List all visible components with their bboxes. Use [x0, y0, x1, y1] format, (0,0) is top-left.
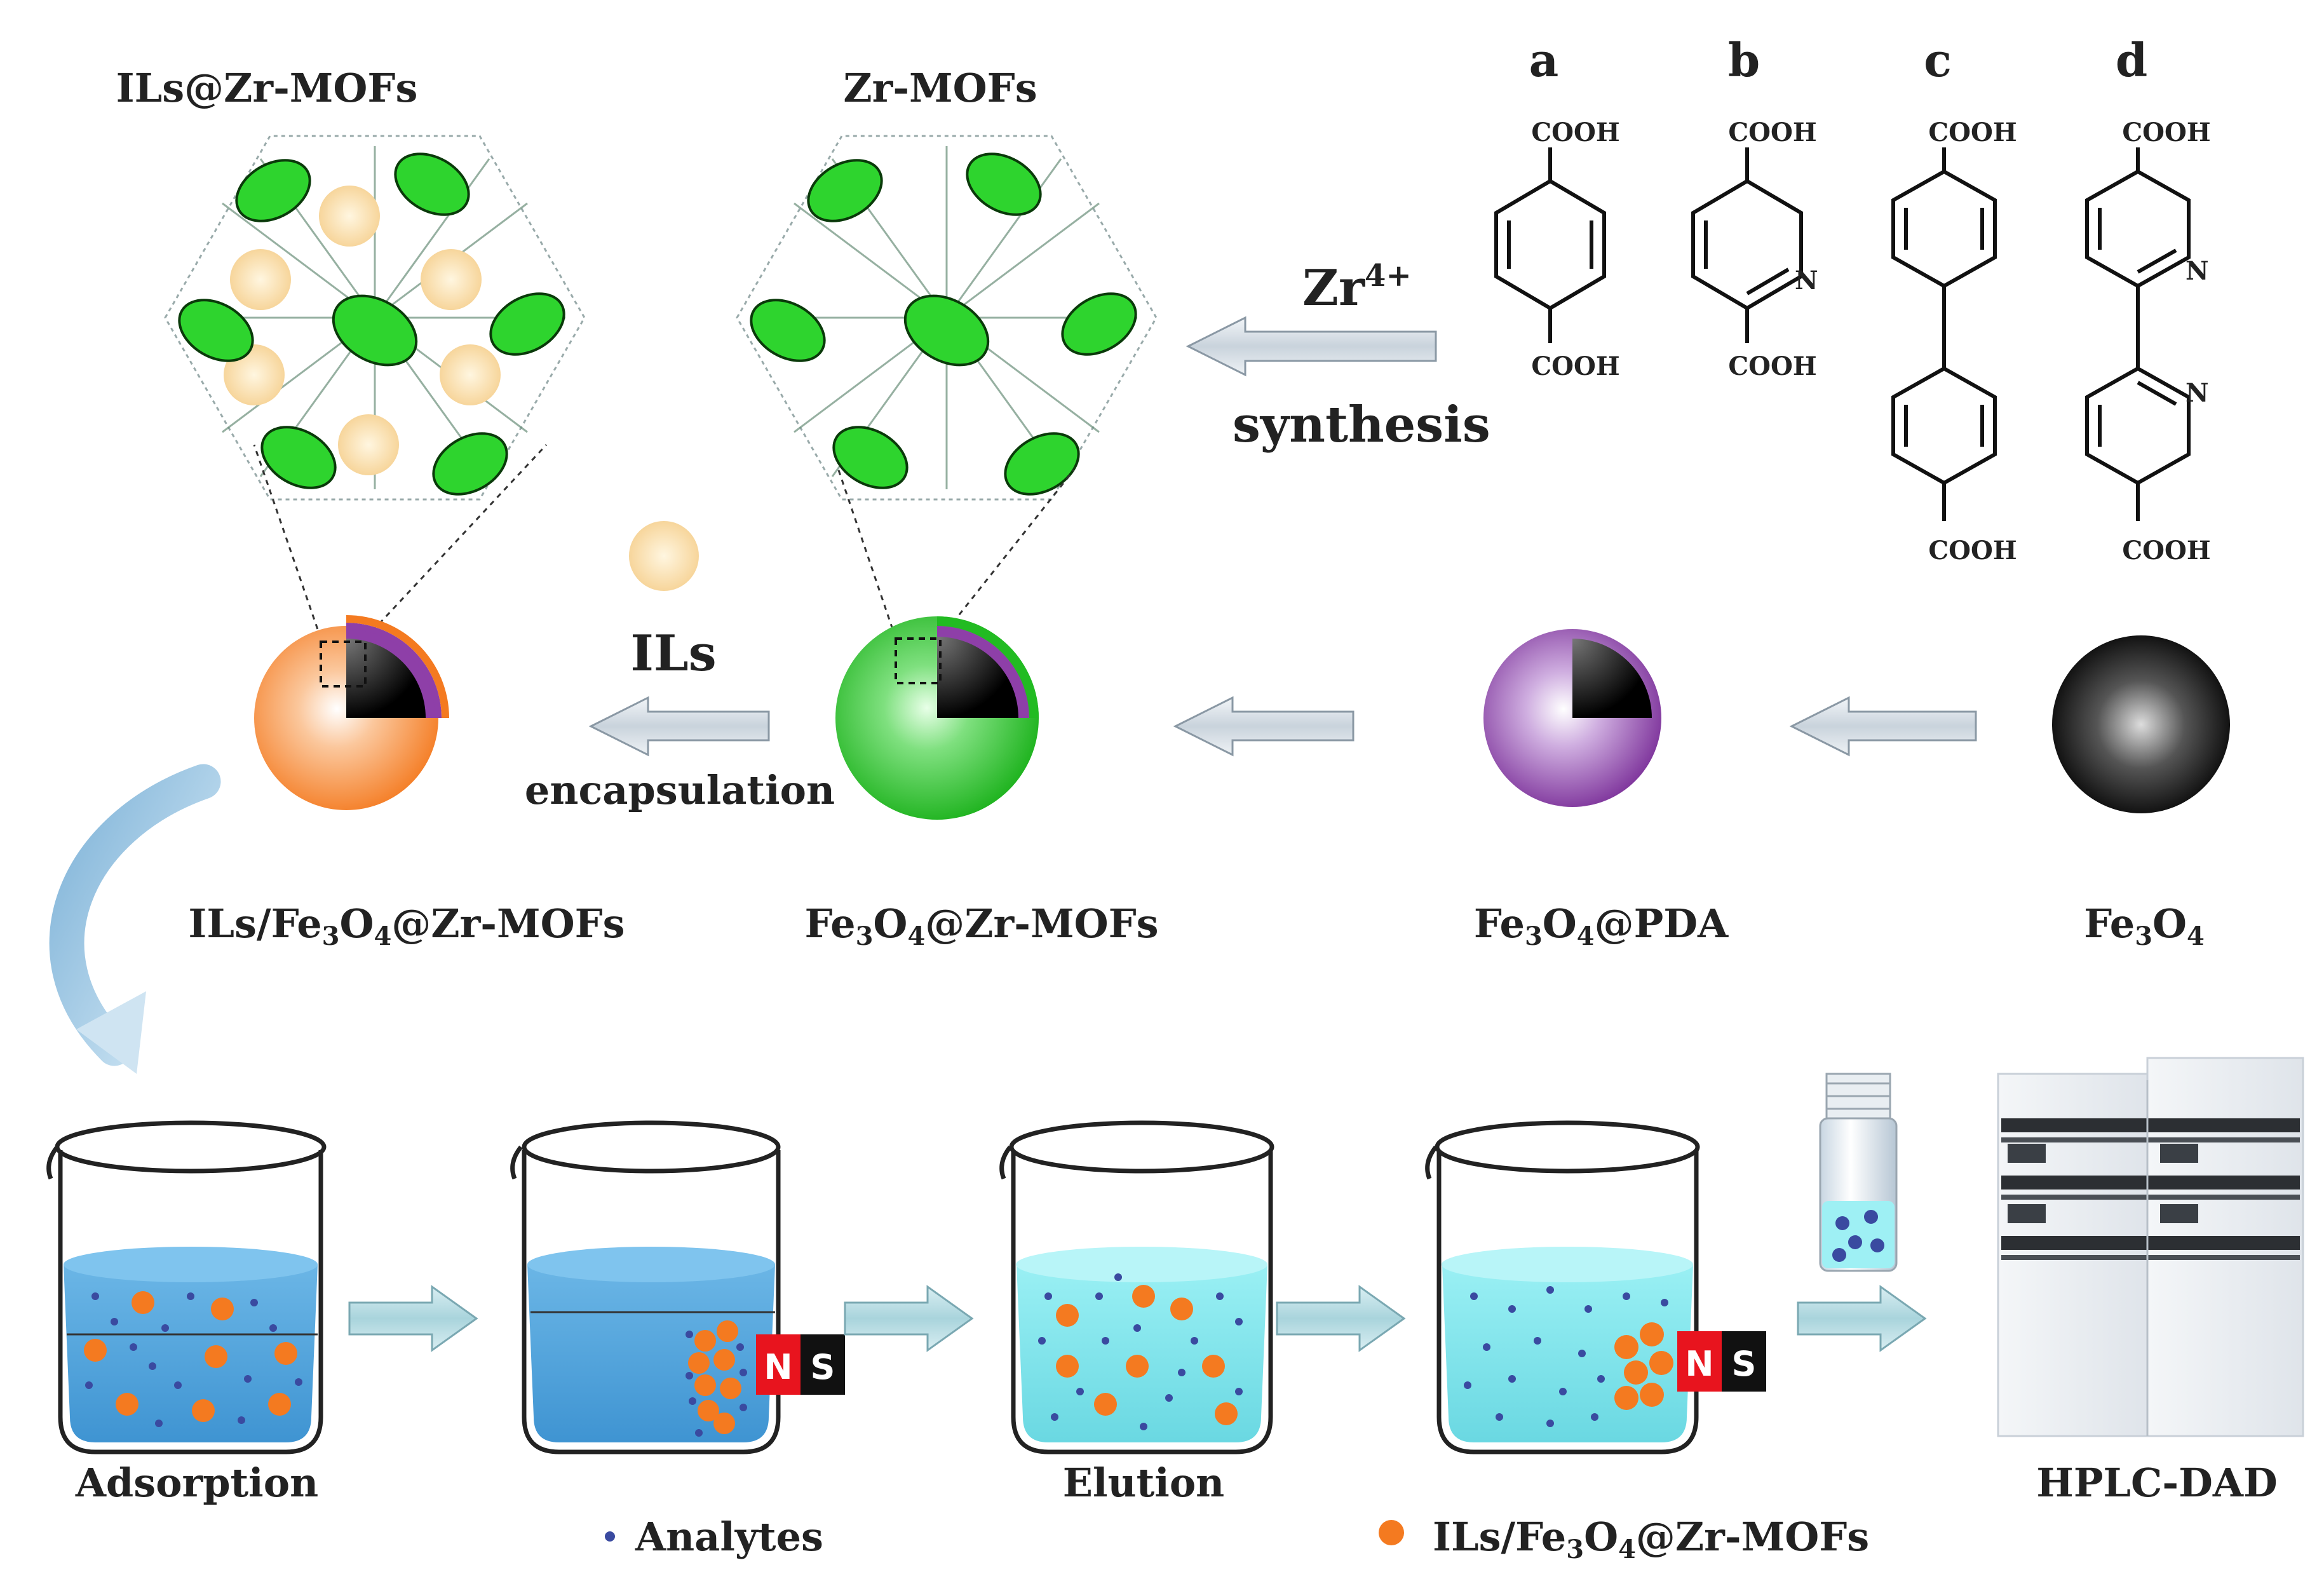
ils-label: ILs [630, 625, 716, 682]
legend-analytes-label: Analytes [635, 1514, 823, 1560]
process-arrows-bottom [348, 1285, 1927, 1352]
zr-mofs-structure [736, 135, 1158, 501]
zoom-lines [253, 444, 1075, 640]
zr-cluster-nodes [750, 153, 1137, 496]
particle-ils-fe3o4-zr-mofs [254, 615, 449, 810]
sample-vial [1819, 1073, 1898, 1272]
svg-text:COOH: COOH [1531, 118, 1619, 147]
label-fe3o4-pda: Fe3O4@PDA [1474, 900, 1729, 951]
process-arrows-middle [588, 696, 1977, 757]
svg-text:COOH: COOH [1728, 351, 1816, 381]
magnet-s-pole [801, 1334, 845, 1395]
elution-label: Elution [1063, 1460, 1225, 1506]
particle-fe3o4-pda [1483, 629, 1661, 807]
magnet-s-pole-2 [1722, 1331, 1766, 1392]
svg-text:COOH: COOH [2122, 536, 2210, 566]
svg-text:N: N [1795, 266, 1818, 295]
beaker-adsorption [46, 1120, 327, 1454]
svg-text:b: b [1728, 33, 1760, 87]
beaker-final-separation: N S [1425, 1120, 1766, 1454]
curved-transfer-arrow [49, 764, 221, 1066]
svg-text:COOH: COOH [1928, 536, 2017, 566]
ligand-b: b COOH N COOH [1691, 33, 1818, 381]
svg-text:N: N [2186, 378, 2209, 408]
ligand-a: a COOH COOH [1494, 33, 1620, 381]
magnet-n-pole [756, 1334, 801, 1395]
svg-text:COOH: COOH [1928, 118, 2017, 147]
beaker-elution [999, 1120, 1274, 1454]
synthesis-label: synthesis [1233, 396, 1490, 454]
svg-text:COOH: COOH [1531, 351, 1619, 381]
encapsulation-label: encapsulation [525, 767, 835, 813]
svg-text:N: N [764, 1347, 792, 1387]
zr-cluster-nodes [178, 153, 565, 496]
magnet-n-pole-2 [1677, 1331, 1722, 1392]
ionic-liquid-spheres [224, 186, 501, 475]
legend-particles-label: ILs/Fe3O4@Zr-MOFs [1433, 1514, 1869, 1564]
synthesis-arrow [1186, 316, 1437, 377]
zr-mofs-title: Zr-MOFs [843, 65, 1037, 111]
particle-fe3o4-zr-mofs [835, 616, 1039, 820]
ils-zr-mofs-structure [164, 135, 586, 501]
legend-analyte-marker [605, 1531, 615, 1542]
svg-text:S: S [1732, 1344, 1757, 1384]
zr-ion-label: Zr4+ [1302, 258, 1412, 317]
particle-fe3o4 [2052, 635, 2230, 813]
adsorption-label: Adsorption [75, 1460, 318, 1506]
hplc-dad-label: HPLC-DAD [2036, 1460, 2278, 1506]
label-fe3o4-zr-mofs: Fe3O4@Zr-MOFs [805, 900, 1159, 951]
hplc-instrument [1997, 1057, 2304, 1437]
curved-arrow-head [76, 991, 146, 1074]
ligand-d: d COOH N N COOH [2085, 33, 2211, 566]
legend-particle-marker [1379, 1520, 1404, 1545]
svg-text:N: N [1685, 1344, 1713, 1384]
svg-text:S: S [811, 1347, 835, 1387]
svg-text:COOH: COOH [2122, 118, 2210, 147]
svg-text:COOH: COOH [1728, 118, 1816, 147]
label-ils-fe3o4-zr-mofs: ILs/Fe3O4@Zr-MOFs [188, 900, 625, 951]
svg-text:N: N [2186, 256, 2209, 286]
svg-text:a: a [1529, 33, 1559, 87]
label-fe3o4: Fe3O4 [2084, 900, 2205, 951]
ligand-c: c COOH COOH [1891, 33, 2017, 566]
ils-zr-mofs-title: ILs@Zr-MOFs [116, 65, 418, 111]
ionic-liquid-sphere [629, 521, 699, 591]
svg-text:c: c [1924, 33, 1952, 87]
beaker-magnetic-separation: N S [510, 1120, 845, 1454]
svg-text:d: d [2116, 33, 2147, 87]
